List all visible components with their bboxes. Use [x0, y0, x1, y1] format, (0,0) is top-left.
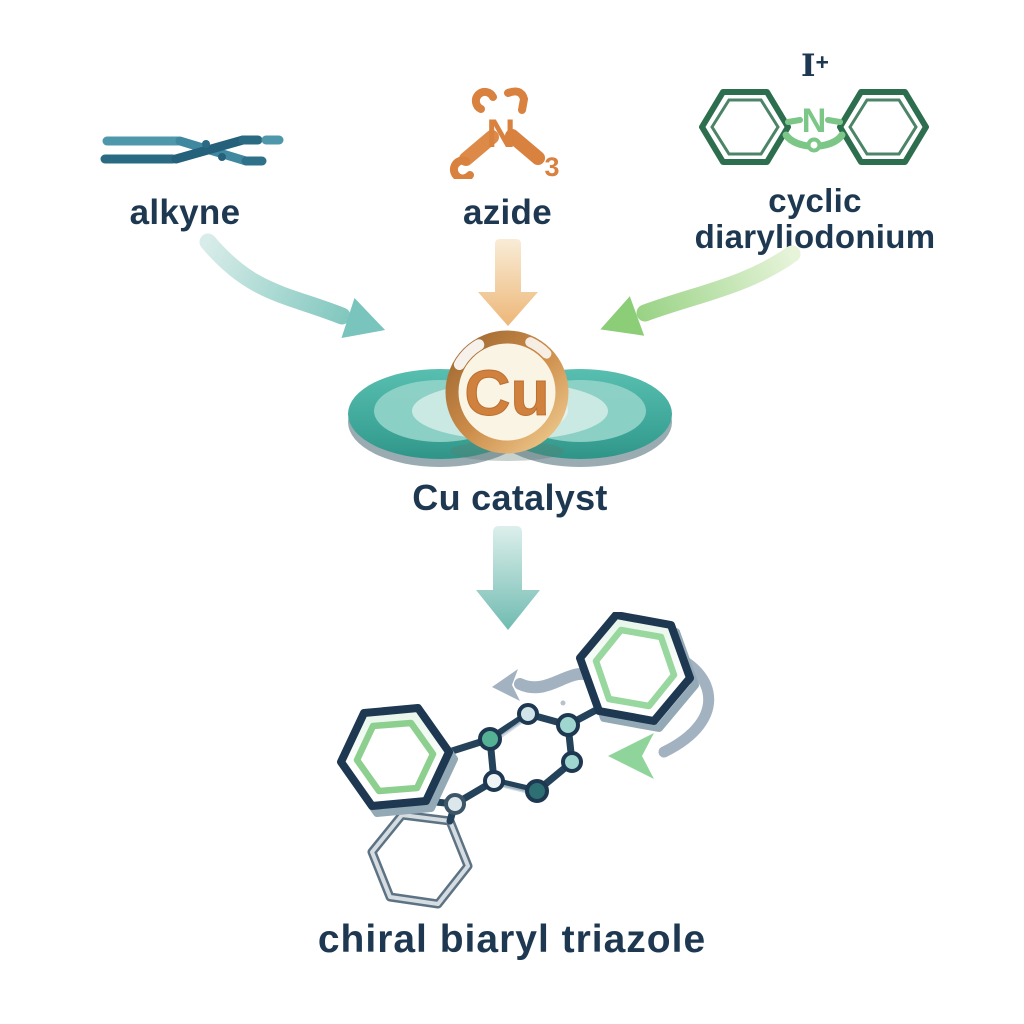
diaryliodonium-label-line2: diaryliodonium [694, 217, 936, 255]
catalyst-label: Cu catalyst [412, 477, 608, 518]
alkyne-icon [100, 135, 284, 166]
azide-subscript: 3 [544, 152, 559, 179]
iodonium-charge-label: I+ [780, 48, 850, 84]
product-molecule [337, 612, 714, 909]
arrow-catalyst-to-product [476, 526, 540, 630]
product-label: chiral biaryl triazole [317, 918, 707, 961]
azide-label: azide [462, 193, 553, 232]
alkyne-label: alkyne [129, 193, 241, 232]
gray-ring [367, 810, 473, 909]
diaryl-left-ring [699, 89, 791, 165]
upper-benzene-ring [576, 612, 699, 732]
cu-medal: Cu [445, 330, 569, 454]
diaryl-bridge [782, 117, 846, 153]
arrow-alkyne-to-catalyst [199, 233, 386, 338]
diaryliodonium-icon: N [699, 89, 929, 165]
bridge-nitrogen-symbol: N [802, 102, 827, 140]
diaryliodonium-label: cyclic diaryliodonium [660, 183, 970, 254]
diaryl-right-ring [837, 89, 929, 165]
diaryliodonium-label-line1: cyclic [768, 182, 862, 219]
azide-icon: N 3 [449, 87, 560, 179]
catalyst-graphic: Cu [348, 330, 672, 467]
iodine-charge: + [815, 49, 829, 75]
rotation-arrow-top [492, 667, 601, 701]
iodine-symbol: I [801, 48, 816, 84]
arrow-azide-to-catalyst [478, 239, 538, 326]
dot-detail [560, 700, 566, 706]
left-benzene-ring [337, 704, 458, 817]
triazole-atoms [444, 703, 583, 815]
azide-symbol: N [487, 112, 516, 156]
cu-symbol: Cu [464, 357, 549, 429]
arrow-diaryliodonium-to-catalyst [600, 245, 801, 336]
rotation-arrowhead-green [608, 733, 654, 779]
